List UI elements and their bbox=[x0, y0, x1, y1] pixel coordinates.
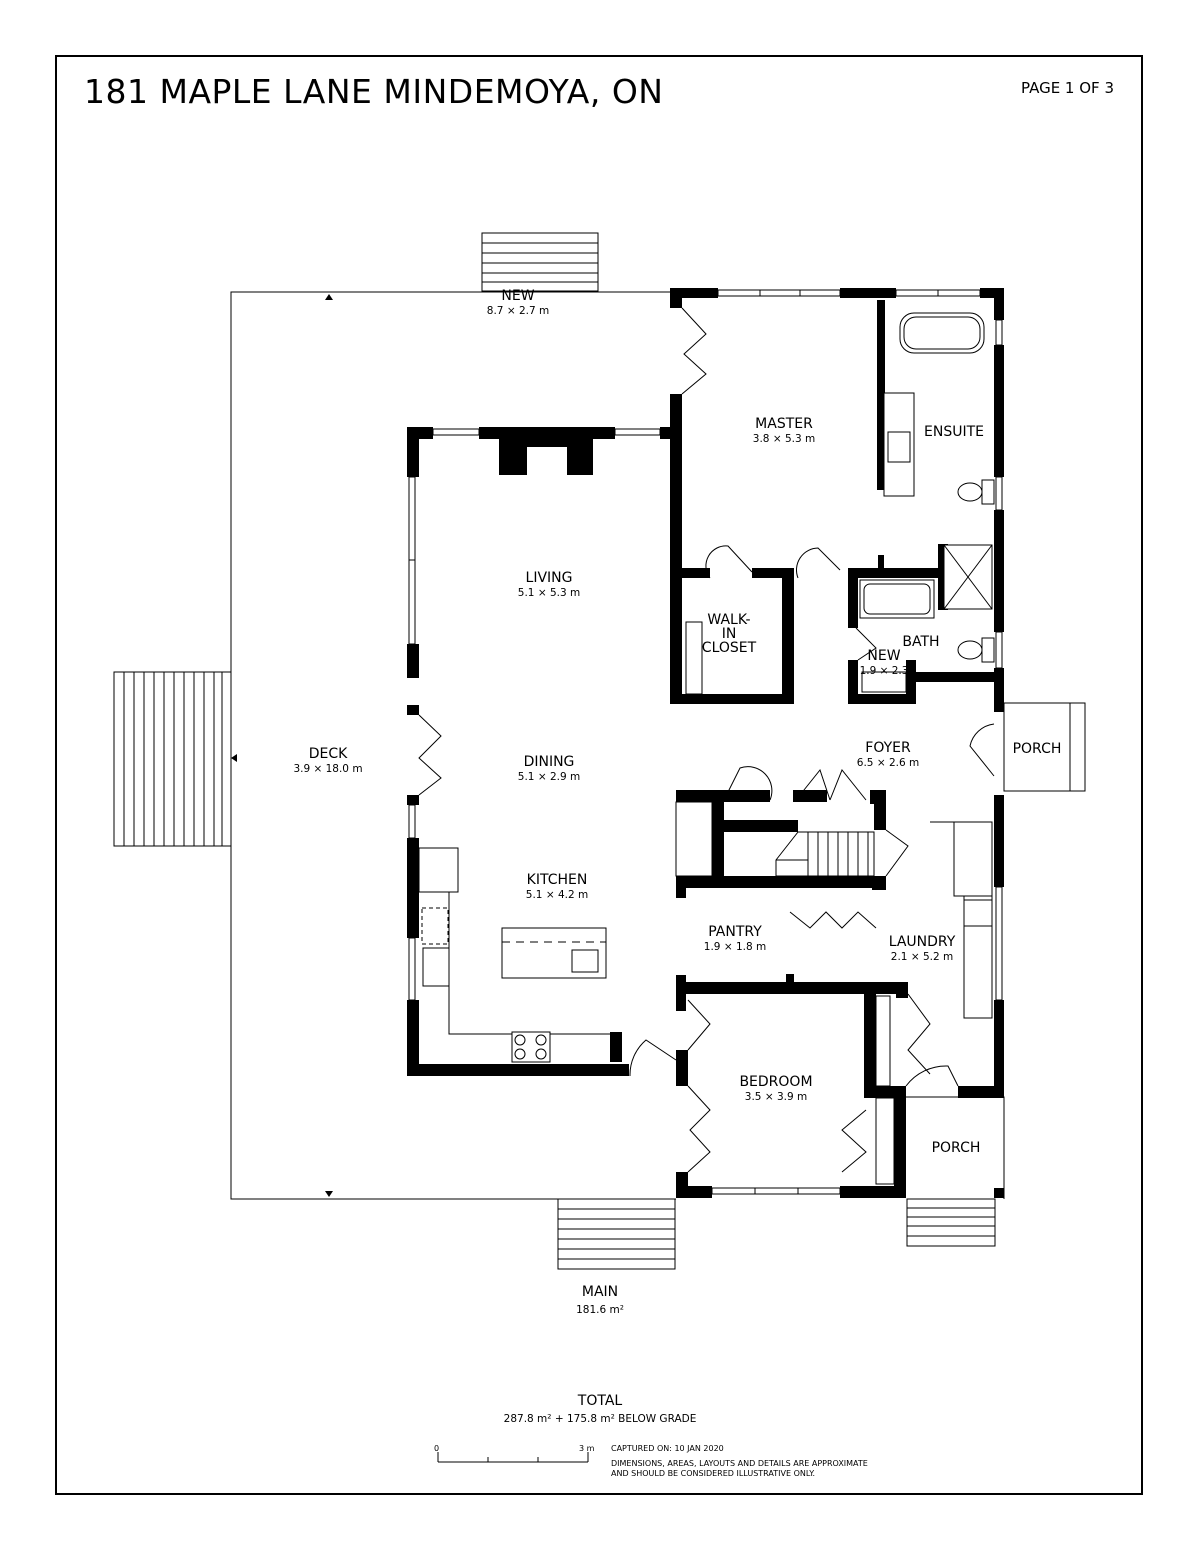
room-bedroom-name: BEDROOM bbox=[739, 1074, 812, 1090]
room-porch-bottom-name: PORCH bbox=[932, 1140, 981, 1156]
room-foyer-name: FOYER bbox=[865, 740, 911, 756]
cooktop bbox=[514, 1034, 547, 1060]
disclaimer-line1: DIMENSIONS, AREAS, LAYOUTS AND DETAILS A… bbox=[611, 1459, 868, 1468]
fixtures bbox=[418, 312, 995, 1185]
room-living-name: LIVING bbox=[526, 570, 573, 586]
room-kitchen-name: KITCHEN bbox=[527, 872, 588, 888]
deck-outline bbox=[230, 291, 676, 1200]
room-kitchen-dim: 5.1 × 4.2 m bbox=[526, 889, 588, 901]
room-new-top-name: NEW bbox=[501, 288, 534, 304]
interior-stairs bbox=[775, 831, 875, 877]
scale-end: 3 m bbox=[579, 1444, 595, 1453]
walls bbox=[407, 288, 1004, 1198]
page-title: 181 MAPLE LANE MINDEMOYA, ON bbox=[84, 72, 664, 111]
room-ensuite-name: ENSUITE bbox=[924, 424, 984, 440]
room-master-dim: 3.8 × 5.3 m bbox=[753, 433, 815, 445]
room-dining-dim: 5.1 × 2.9 m bbox=[518, 771, 580, 783]
porch-stairs bbox=[906, 1198, 996, 1247]
left-stairs bbox=[113, 671, 232, 847]
captured-date: CAPTURED ON: 10 JAN 2020 bbox=[611, 1444, 724, 1453]
room-deck-dim: 3.9 × 18.0 m bbox=[293, 763, 362, 775]
room-bath-name: BATH bbox=[902, 634, 939, 650]
deck-markers bbox=[231, 294, 333, 1197]
room-pantry-name: PANTRY bbox=[708, 924, 762, 940]
room-laundry-name: LAUNDRY bbox=[889, 934, 956, 950]
room-laundry-dim: 2.1 × 5.2 m bbox=[891, 951, 953, 963]
room-new-top-dim: 8.7 × 2.7 m bbox=[487, 305, 549, 317]
right-porch-outline bbox=[1003, 702, 1086, 792]
top-stairs bbox=[481, 232, 599, 292]
floor-area: 181.6 m² bbox=[576, 1304, 624, 1316]
room-master-name: MASTER bbox=[755, 416, 813, 432]
room-deck-name: DECK bbox=[309, 746, 348, 762]
room-new-small-name: NEW bbox=[867, 648, 900, 664]
page-number: PAGE 1 OF 3 bbox=[1020, 79, 1114, 97]
room-closet-line2: IN bbox=[722, 626, 737, 642]
room-dining-name: DINING bbox=[524, 754, 575, 770]
bottom-stairs bbox=[557, 1198, 676, 1270]
room-bedroom-dim: 3.5 × 3.9 m bbox=[745, 1091, 807, 1103]
room-pantry-dim: 1.9 × 1.8 m bbox=[704, 941, 766, 953]
disclaimer-line2: AND SHOULD BE CONSIDERED ILLUSTRATIVE ON… bbox=[611, 1469, 816, 1478]
floor-name: MAIN bbox=[581, 1284, 619, 1300]
room-foyer-dim: 6.5 × 2.6 m bbox=[857, 757, 919, 769]
room-living-dim: 5.1 × 5.3 m bbox=[518, 587, 580, 599]
total-value: 287.8 m² + 175.8 m² BELOW GRADE bbox=[503, 1413, 697, 1425]
room-new-small-dim: 1.9 × 2.3 bbox=[860, 665, 909, 677]
total-label: TOTAL bbox=[577, 1393, 623, 1409]
windows bbox=[408, 289, 1003, 1195]
room-labels: NEW 8.7 × 2.7 m MASTER 3.8 × 5.3 m ENSUI… bbox=[293, 288, 1061, 1156]
scale-start: 0 bbox=[434, 1444, 440, 1453]
room-closet-line1: WALK- bbox=[707, 612, 750, 628]
room-closet-line3: CLOSET bbox=[702, 640, 757, 656]
page-frame bbox=[55, 55, 1143, 1495]
doors bbox=[418, 307, 995, 1173]
room-porch-right-name: PORCH bbox=[1013, 741, 1062, 757]
scale-bar bbox=[437, 1452, 589, 1463]
